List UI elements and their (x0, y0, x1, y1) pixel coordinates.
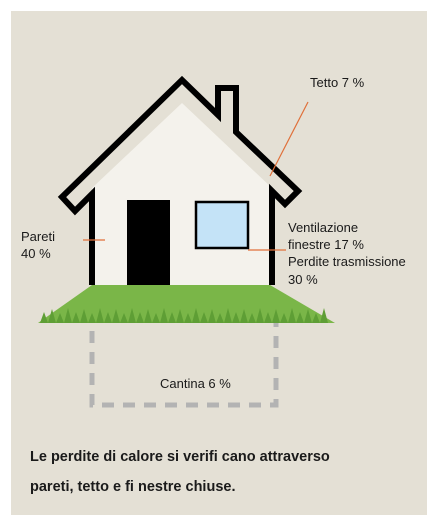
grass (38, 285, 335, 323)
caption-line1: Le perdite di calore si verifi cano attr… (30, 449, 330, 465)
house-outline (57, 75, 303, 285)
walls-label-line2: 40 % (21, 246, 51, 261)
window-label-line2: finestre 17 % (288, 237, 364, 252)
window-label-line4: 30 % (288, 272, 318, 287)
walls-label-line1: Pareti (21, 229, 55, 244)
cellar-label: Cantina 6 % (160, 376, 231, 391)
roof-leader-line (269, 101, 309, 177)
caption: Le perdite di calore si verifi cano attr… (30, 442, 420, 502)
window-label-line1: Ventilazione (288, 220, 359, 235)
house-body (92, 103, 272, 285)
cellar-outline (89, 310, 279, 408)
caption-line2: pareti, tetto e fi nestre chiuse. (30, 479, 236, 495)
window-label-line3: Perdite trasmissione (288, 254, 406, 269)
door (127, 200, 170, 285)
roof-label: Tetto 7 % (310, 75, 365, 90)
window (194, 200, 250, 250)
